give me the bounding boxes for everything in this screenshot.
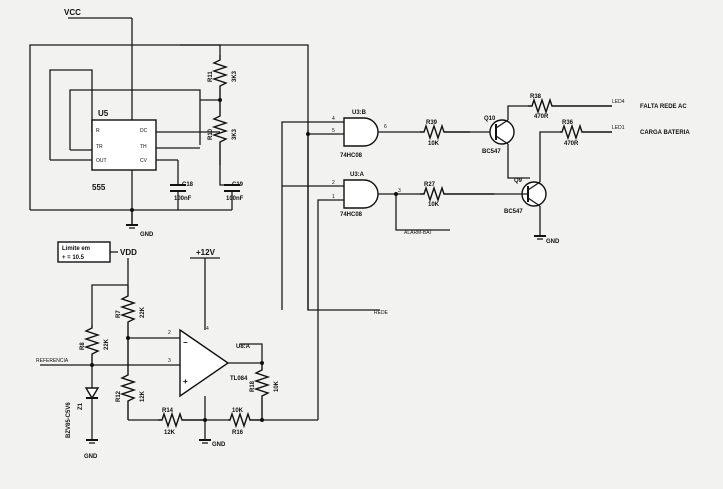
r16-resistor	[228, 411, 262, 429]
svg-text:2: 2	[168, 330, 171, 336]
svg-text:2: 2	[332, 180, 335, 186]
c18-value: 100nF	[174, 196, 192, 202]
svg-text:CV: CV	[140, 158, 148, 164]
u8a-type-label: TL084	[230, 376, 248, 382]
r36-label: R36	[562, 120, 574, 126]
limite-value: + = 10.5	[62, 255, 85, 261]
r7-resistor	[119, 285, 137, 338]
vdd-label: VDD	[120, 248, 137, 257]
u5-type-label: 555	[92, 183, 106, 192]
alarm-bat-label: ALARM-BAT	[404, 230, 432, 236]
u3a-and-gate	[343, 179, 379, 209]
q9-type: BC547	[504, 209, 523, 215]
r10-resistor	[211, 100, 229, 165]
referencia-label: REFERENCIA	[36, 358, 69, 364]
gnd-label-timer: GND	[140, 232, 154, 238]
r10-value: 3K3	[232, 128, 238, 140]
q10-type: BC547	[482, 149, 501, 155]
u3b-and-gate	[343, 117, 379, 147]
svg-text:−: −	[183, 338, 188, 347]
r7-value: 22K	[140, 306, 146, 318]
svg-text:4: 4	[206, 326, 209, 332]
r11-value: 3K3	[232, 70, 238, 82]
r8-label: R8	[80, 342, 86, 350]
r8-resistor	[83, 325, 101, 365]
timer-section: VCC U5 555 R TR OUT DC TH CV R11 3K3	[29, 8, 380, 311]
opamp-section: Limite em + = 10.5 VDD +12V R7 22K R8 22…	[36, 98, 398, 460]
c18-label: C18	[182, 182, 194, 188]
c19-value: 100nF	[226, 196, 244, 202]
r10-label: R10	[208, 128, 214, 140]
limite-title: Limite em	[62, 246, 90, 252]
r8-value: 22K	[104, 338, 110, 350]
c19-label: C19	[232, 182, 244, 188]
r39-resistor	[420, 123, 470, 141]
svg-text:OUT: OUT	[96, 158, 107, 164]
svg-text:6: 6	[384, 124, 387, 130]
svg-text:R: R	[96, 128, 100, 134]
r14-value: 12K	[164, 430, 176, 436]
transistor-section: Q10 BC547 R38 470R LED4 FALTA REDE AC Q9…	[482, 94, 690, 245]
zener-diode	[84, 387, 100, 400]
q9-label: Q9	[514, 178, 523, 184]
u3a-type-label: 74HC08	[340, 212, 363, 218]
r14-label: R14	[162, 408, 174, 414]
svg-text:TH: TH	[140, 144, 147, 150]
r38-label: R38	[530, 94, 542, 100]
r36-value: 470R	[564, 141, 579, 147]
r16-label: R16	[232, 430, 244, 436]
svg-text:4: 4	[332, 116, 335, 122]
rede-label: REDE	[374, 310, 389, 316]
r11-resistor	[211, 55, 229, 100]
u8a-opamp	[179, 328, 230, 398]
gate-section: U3:B 74HC08 4 5 6 R39 10K U3:A 74HC08 2 …	[282, 110, 494, 420]
r7-label: R7	[116, 310, 122, 318]
r11-label: R11	[208, 71, 214, 82]
vcc-label: VCC	[64, 8, 81, 17]
u3b-type-label: 74HC08	[340, 153, 363, 159]
r12-resistor	[119, 338, 137, 420]
svg-text:3: 3	[168, 358, 171, 364]
r27-label: R27	[424, 182, 436, 188]
r12-value: 12K	[140, 390, 146, 402]
r18-resistor	[253, 363, 271, 420]
r38-value: 470R	[534, 114, 549, 120]
r27-resistor	[420, 185, 494, 203]
svg-text:3: 3	[398, 188, 401, 194]
u8a-ref-label: U8:A	[236, 344, 251, 350]
falta-rede-label: FALTA REDE AC	[640, 104, 687, 110]
led4-label: LED4	[612, 99, 625, 105]
gnd-label-q9: GND	[546, 239, 560, 245]
gnd-label-zener: GND	[84, 454, 98, 460]
u5-ref-label: U5	[98, 109, 109, 118]
led1-label: LED1	[612, 125, 625, 131]
zener-value: BZV85-C5V6	[66, 402, 72, 438]
r12-label: R12	[116, 390, 122, 402]
svg-text:DC: DC	[140, 128, 148, 134]
u3a-ref-label: U3:A	[350, 172, 365, 178]
r27-value: 10K	[428, 202, 440, 208]
u5-555-timer	[91, 119, 157, 171]
carga-bateria-label: CARGA BATERIA	[640, 130, 690, 136]
r18-label: R18	[250, 380, 256, 392]
svg-text:+: +	[183, 377, 188, 386]
svg-text:1: 1	[332, 194, 335, 200]
r18-value: 10K	[274, 380, 280, 392]
plus12v-label: +12V	[196, 248, 216, 257]
q10-label: Q10	[484, 116, 496, 122]
u3b-ref-label: U3:B	[352, 110, 367, 116]
r39-value: 10K	[428, 141, 440, 147]
r38-resistor	[528, 97, 612, 115]
r14-resistor	[158, 411, 205, 429]
r36-resistor	[560, 123, 612, 141]
svg-text:5: 5	[332, 128, 335, 134]
r16-value: 10K	[232, 408, 244, 414]
gnd-label-opamp: GND	[212, 442, 226, 448]
r39-label: R39	[426, 120, 438, 126]
zener-label: Z1	[78, 402, 84, 410]
svg-text:TR: TR	[96, 144, 103, 150]
